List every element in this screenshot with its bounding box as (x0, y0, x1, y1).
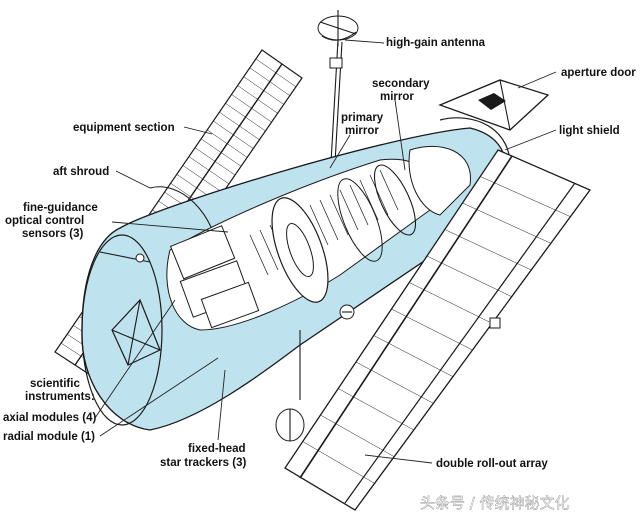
truss-strut (379, 169, 399, 211)
label-primary-mirror-line1: primary (341, 112, 384, 124)
right-solar-array (284, 149, 592, 511)
truss-strut (259, 229, 279, 271)
truss-strut (369, 174, 389, 216)
solar-panel-line (302, 441, 375, 484)
solar-panel-line (320, 414, 395, 457)
label-secondary-mirror-line2: mirror (380, 91, 414, 103)
label-fixed-head-line2: star trackers (3) (160, 457, 246, 469)
label-fine-guidance-line3: sensors (3) (22, 228, 84, 240)
label-fine-guidance-line1: fine-guidance (23, 202, 98, 214)
label-double-rollout-array: double roll-out array (436, 458, 548, 470)
label-aperture-door: aperture door (561, 67, 636, 79)
label-high-gain-antenna: high-gain antenna (386, 37, 486, 49)
truss-strut (339, 189, 359, 231)
label-secondary-mirror-line1: secondary (372, 78, 430, 90)
label-axial-modules: axial modules (4) (3, 412, 96, 424)
truss-strut (319, 199, 339, 241)
label-fixed-head-line1: fixed-head (188, 443, 246, 455)
label-equipment-section: equipment section (73, 122, 175, 134)
labels: high-gain antenna aperture door secondar… (3, 37, 636, 470)
solar-panel-line (338, 388, 414, 431)
solar-panel-line (409, 282, 493, 324)
leader-lines (94, 39, 557, 464)
watermark-text: 头条号 / 传统神秘文化 (420, 494, 570, 512)
label-radial-module: radial module (1) (3, 431, 95, 443)
truss-strut (249, 234, 269, 276)
truss-strut (349, 184, 369, 226)
telescope-body (81, 117, 511, 442)
solar-panel-line (373, 335, 454, 377)
label-fine-guidance-line2: optical control (5, 215, 84, 227)
label-scientific-instruments-line1: scientific (30, 378, 80, 390)
solar-panel-line (391, 308, 473, 351)
label-primary-mirror-line2: mirror (345, 125, 379, 137)
label-light-shield: light shield (559, 125, 620, 137)
solar-panel-line (355, 361, 434, 404)
truss-strut (329, 194, 349, 236)
aperture-door-drawing (438, 79, 550, 131)
label-aft-shroud: aft shroud (53, 166, 109, 178)
truss-strut (309, 204, 329, 246)
label-scientific-instruments-line2: instruments: (25, 391, 95, 403)
